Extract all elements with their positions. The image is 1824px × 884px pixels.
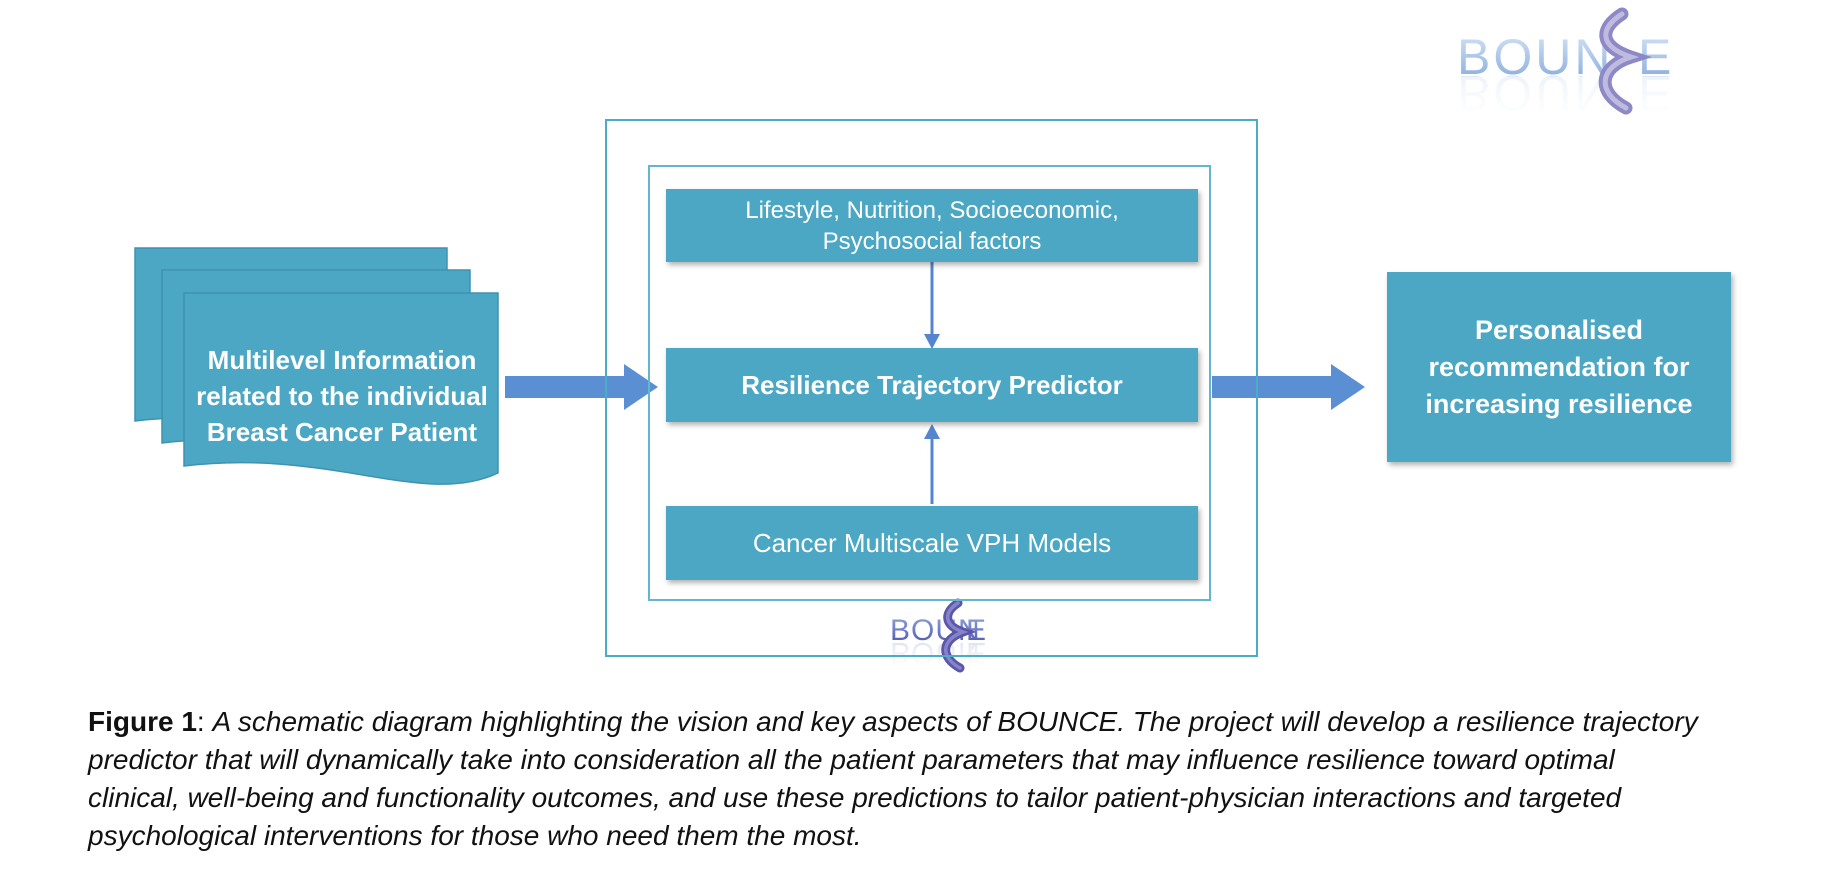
figure-caption-separator: : — [196, 706, 213, 737]
arrow-models-up — [924, 424, 940, 504]
arrow-source-to-predictor — [505, 364, 658, 410]
source-stack-label: Multilevel Information related to the in… — [186, 313, 498, 478]
dna-helix-small-icon — [941, 598, 977, 673]
figure-caption: Figure 1: A schematic diagram highlighti… — [88, 703, 1706, 855]
inputs-box-label: Lifestyle, Nutrition, Socioeconomic, Psy… — [745, 196, 1119, 255]
document-stack — [134, 247, 499, 485]
document-front — [183, 292, 499, 485]
models-box: Cancer Multiscale VPH Models — [666, 506, 1198, 580]
figure-caption-body: A schematic diagram highlighting the vis… — [88, 706, 1698, 851]
source-stack-text: Multilevel Information related to the in… — [196, 344, 488, 447]
predictor-box: Resilience Trajectory Predictor — [666, 348, 1198, 422]
inner-frame — [648, 165, 1211, 601]
output-box: Personalised recommendation for increasi… — [1387, 272, 1731, 462]
logo-main-letters: BOUN — [1457, 29, 1613, 85]
figure-caption-label: Figure 1 — [88, 706, 197, 737]
output-box-label: Personalised recommendation for increasi… — [1425, 314, 1693, 419]
logo-small-letter-e: E — [966, 614, 986, 647]
outer-frame — [605, 119, 1258, 657]
inputs-box: Lifestyle, Nutrition, Socioeconomic, Psy… — [666, 189, 1198, 262]
models-box-label: Cancer Multiscale VPH Models — [752, 527, 1112, 558]
arrow-inputs-down — [924, 262, 940, 349]
bounce-logo-main: BOUN E BOUN E — [1435, 7, 1705, 125]
dna-helix-icon — [1598, 7, 1653, 115]
arrow-predictor-to-output — [1212, 364, 1365, 410]
predictor-box-label: Resilience Trajectory Predictor — [741, 369, 1123, 400]
